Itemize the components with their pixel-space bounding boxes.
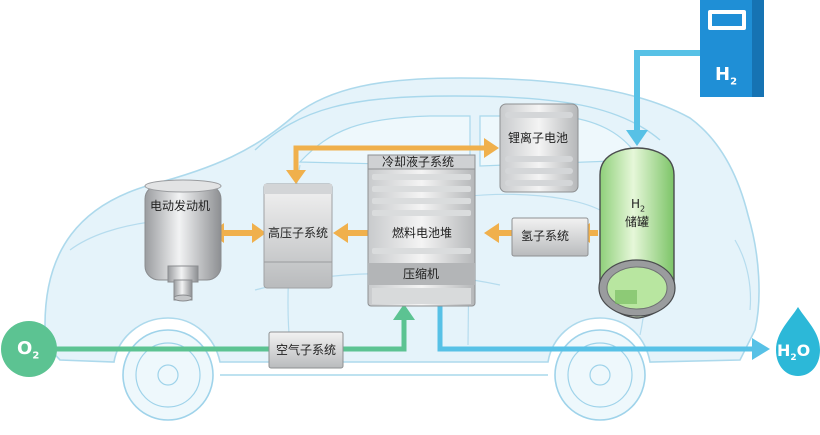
fuel-cell-stack — [367, 154, 476, 307]
li-battery-label: 锂离子电池 — [508, 131, 569, 145]
o2-text: O — [17, 338, 33, 359]
air-system-label: 空气子系统 — [276, 343, 337, 357]
tank-h-subscript: 2 — [640, 204, 646, 214]
hydrogen-tank — [598, 147, 676, 319]
high-voltage-system — [263, 183, 333, 289]
tank-label: 储罐 — [625, 215, 650, 229]
battery-link-arrow — [286, 138, 499, 184]
air-system — [268, 331, 344, 369]
o2-subscript: 2 — [32, 350, 40, 362]
water-drop-icon — [776, 307, 820, 376]
station-h-text: H — [715, 64, 731, 85]
hydrogen-system-label: 氢子系统 — [521, 229, 570, 243]
water-exhaust-arrow — [437, 305, 770, 360]
tank-h-text: H — [631, 197, 641, 211]
h2o-o-text: O — [796, 341, 811, 360]
hydrogen-station-icon — [700, 0, 764, 97]
h2o-h-text: H — [777, 341, 791, 360]
station-h2-label: H2 — [715, 66, 737, 88]
electric-motor — [144, 179, 222, 302]
hydrogen-system — [511, 217, 589, 257]
air-flow-arrow — [40, 304, 415, 352]
fuel-cell-stack-label: 燃料电池堆 — [392, 226, 453, 240]
hv-system-label: 高压子系统 — [268, 226, 329, 240]
hydrogen-supply-arrow — [626, 50, 700, 146]
motor-label: 电动发动机 — [150, 199, 211, 213]
compressor-label: 压缩机 — [403, 267, 440, 281]
hydrogen-stack-arrow — [484, 223, 512, 243]
h2o-subscript: 2 — [790, 353, 797, 364]
o2-badge-label: O2 — [17, 340, 39, 362]
lithium-battery — [499, 103, 579, 193]
oxygen-badge — [1, 321, 57, 377]
rear-wheel — [554, 329, 646, 421]
coolant-system-label: 冷却液子系统 — [382, 155, 455, 169]
tank-h2-label: H2 — [631, 198, 645, 213]
front-wheel — [122, 329, 214, 421]
station-subscript: 2 — [730, 76, 738, 88]
h2o-badge-label: H2O — [777, 343, 810, 363]
